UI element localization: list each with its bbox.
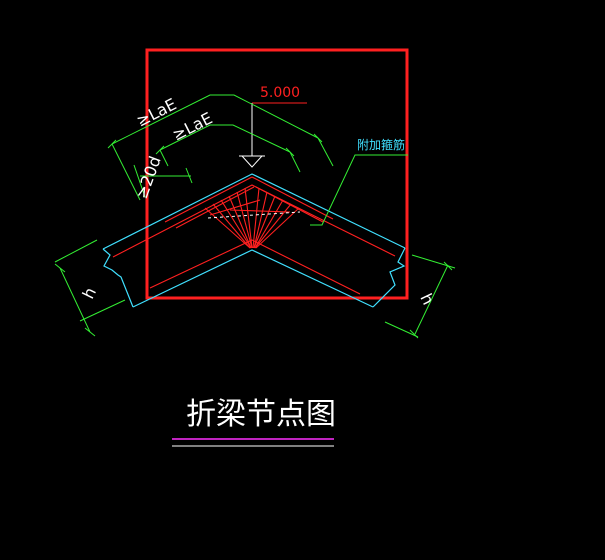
rebar-lines [112, 176, 396, 295]
dimension-lines [54, 94, 456, 339]
height-label-left: h [79, 284, 101, 301]
drawing-title: 折梁节点图 [186, 397, 336, 432]
added-stirrup-label: 附加箍筋 [357, 137, 405, 152]
elevation-marker [239, 102, 307, 168]
elevation-label: 5.000 [260, 85, 300, 101]
highlight-box [145, 48, 409, 300]
height-label-right: h [416, 290, 438, 307]
beam-outline [102, 173, 406, 308]
anchor-label-inner: ≥LaE [169, 108, 215, 144]
bar-dia-label: ≥20d [132, 154, 165, 202]
